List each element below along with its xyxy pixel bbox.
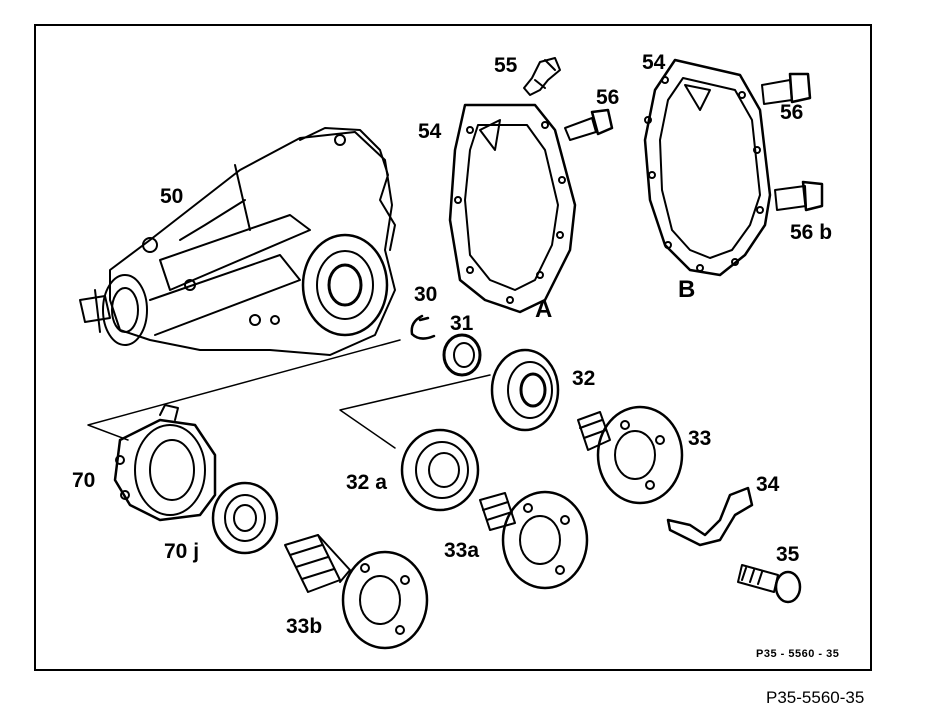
shaft-seal <box>442 333 482 377</box>
ball-bearing-32a <box>400 428 480 512</box>
callout-70: 70 <box>72 469 96 492</box>
leader-line-70 <box>87 339 401 441</box>
drive-flange-33a <box>479 490 589 590</box>
callout-30: 30 <box>414 283 438 306</box>
callout-50: 50 <box>160 185 184 208</box>
leader-line-32a <box>339 374 491 449</box>
breather-valve <box>523 57 561 96</box>
bolt-56b <box>774 180 824 212</box>
callout-35: 35 <box>776 543 800 566</box>
lock-plate <box>666 486 754 547</box>
drawing-code: P35 - 5560 - 35 <box>756 648 840 660</box>
bolt-56-center <box>564 108 614 141</box>
callout-56-center: 56 <box>596 86 620 109</box>
bearing-housing <box>113 404 217 522</box>
bolt-56-right <box>761 72 812 105</box>
callout-34: 34 <box>756 473 780 496</box>
drive-flange-33b <box>284 534 429 650</box>
callout-33b: 33b <box>286 615 323 638</box>
diagram-frame <box>34 24 872 671</box>
callout-33a: 33a <box>444 539 480 562</box>
figure-code: P35-5560-35 <box>766 688 865 707</box>
callout-54-gasket: 54 <box>418 120 442 143</box>
differential-housing <box>79 127 396 356</box>
callout-56b: 56 b <box>790 221 833 244</box>
callout-32: 32 <box>572 367 596 390</box>
circlip <box>410 314 436 340</box>
callout-55: 55 <box>494 54 518 77</box>
callout-B: B <box>678 276 696 303</box>
drive-flange-33 <box>577 405 684 505</box>
bearing-70j <box>211 481 279 555</box>
cover-plate-b <box>643 58 772 277</box>
callout-33: 33 <box>688 427 712 450</box>
callout-31: 31 <box>450 312 474 335</box>
callout-54-cover: 54 <box>642 51 666 74</box>
hex-bolt-35 <box>737 564 802 604</box>
ball-bearing-32 <box>490 348 560 432</box>
callout-A: A <box>535 296 553 323</box>
callout-32a: 32 a <box>346 471 387 494</box>
callout-56-right: 56 <box>780 101 804 124</box>
cover-gasket-a <box>448 103 577 314</box>
callout-70j: 70 j <box>164 540 200 563</box>
